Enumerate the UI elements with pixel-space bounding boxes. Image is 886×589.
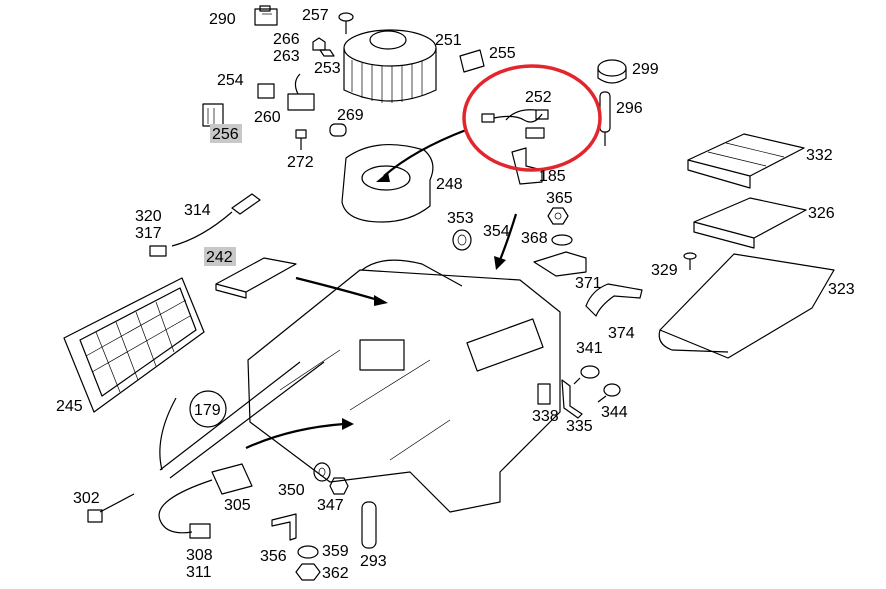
- callout-245[interactable]: 245: [56, 398, 83, 415]
- part-179-rod[interactable]: [159, 361, 325, 479]
- callout-341[interactable]: 341: [576, 340, 603, 357]
- part-329-screw[interactable]: [683, 252, 697, 270]
- callout-311[interactable]: 311: [186, 564, 212, 581]
- selection-ring-252: [462, 64, 602, 172]
- callout-299[interactable]: 299: [632, 61, 659, 78]
- part-356-bracket[interactable]: [271, 513, 297, 541]
- callout-242[interactable]: 242: [206, 249, 233, 266]
- callout-308[interactable]: 308: [186, 547, 213, 564]
- part-350-washer[interactable]: [313, 462, 331, 482]
- main-heater-housing[interactable]: [247, 259, 561, 513]
- part-314-sensor[interactable]: [149, 193, 261, 257]
- callout-254[interactable]: 254: [217, 72, 244, 89]
- callout-368[interactable]: 368: [521, 230, 548, 247]
- part-353-bushing[interactable]: [452, 229, 472, 251]
- callout-374[interactable]: 374: [608, 325, 635, 342]
- highlight-242: [204, 247, 236, 266]
- callout-359[interactable]: 359: [322, 543, 349, 560]
- callout-266[interactable]: 266: [273, 31, 300, 48]
- callout-356[interactable]: 356: [260, 548, 287, 565]
- part-257-screw[interactable]: [338, 12, 354, 34]
- callout-332[interactable]: 332: [806, 147, 833, 164]
- part-251-blower-motor[interactable]: [343, 29, 437, 103]
- part-302-sensor[interactable]: [87, 493, 135, 523]
- part-269-plug[interactable]: [329, 123, 347, 137]
- callout-260[interactable]: 260: [254, 109, 281, 126]
- part-368-washer[interactable]: [551, 234, 573, 246]
- part-344-screw[interactable]: [597, 383, 621, 403]
- callout-371[interactable]: 371: [575, 275, 602, 292]
- highlight-256: [210, 124, 242, 143]
- callout-344[interactable]: 344: [601, 404, 628, 421]
- callout-253[interactable]: 253: [314, 60, 341, 77]
- part-260-resistor[interactable]: [287, 73, 315, 111]
- callout-272[interactable]: 272: [287, 154, 314, 171]
- callout-251[interactable]: 251: [435, 32, 462, 49]
- part-242-filter[interactable]: [215, 257, 297, 299]
- callout-362[interactable]: 362: [322, 565, 349, 582]
- callout-350[interactable]: 350: [278, 482, 305, 499]
- callout-320[interactable]: 320: [135, 208, 162, 225]
- part-299-clamp[interactable]: [597, 59, 627, 84]
- callout-269[interactable]: 269: [337, 107, 364, 124]
- callout-256[interactable]: 256: [212, 126, 239, 143]
- part-323-cover[interactable]: [658, 253, 835, 359]
- part-248-blower-housing[interactable]: [341, 143, 434, 223]
- part-365-nut[interactable]: [547, 207, 569, 225]
- callout-347[interactable]: 347: [317, 497, 344, 514]
- callout-labels: 290 257 266 263 253 251 255 299 254 296 …: [56, 7, 855, 582]
- callout-263[interactable]: 263: [273, 48, 300, 65]
- callout-317[interactable]: 317: [135, 225, 162, 242]
- callout-323[interactable]: 323: [828, 281, 855, 298]
- callout-354[interactable]: 354: [483, 223, 510, 240]
- callout-365[interactable]: 365: [546, 190, 573, 207]
- part-185-bracket[interactable]: [511, 147, 543, 185]
- part-335-bracket[interactable]: [561, 379, 583, 419]
- part-254-clip[interactable]: [257, 83, 275, 99]
- callout-257[interactable]: 257: [302, 7, 329, 24]
- part-305-actuator[interactable]: [158, 463, 253, 539]
- callout-179-circle: [189, 390, 227, 428]
- part-256-switch[interactable]: [202, 103, 224, 127]
- part-359-washer[interactable]: [297, 545, 319, 559]
- callout-305[interactable]: 305: [224, 497, 251, 514]
- part-371-bracket[interactable]: [533, 251, 587, 277]
- callout-353[interactable]: 353: [447, 210, 474, 227]
- part-245-evaporator[interactable]: [63, 277, 205, 413]
- part-272-screw[interactable]: [295, 129, 307, 150]
- callout-293[interactable]: 293: [360, 553, 387, 570]
- part-266-clip[interactable]: [312, 37, 326, 51]
- part-255-clip[interactable]: [459, 49, 485, 73]
- callout-326[interactable]: 326: [808, 205, 835, 222]
- callout-252[interactable]: 252: [525, 89, 552, 106]
- callout-290[interactable]: 290: [209, 11, 236, 28]
- assembly-arrows: [245, 128, 518, 450]
- part-332-filter-frame[interactable]: [687, 133, 805, 189]
- callout-302[interactable]: 302: [73, 490, 100, 507]
- part-293-sleeve[interactable]: [361, 501, 377, 549]
- callout-179[interactable]: 179: [194, 402, 221, 419]
- callout-255[interactable]: 255: [489, 45, 516, 62]
- callout-329[interactable]: 329: [651, 262, 678, 279]
- callout-248[interactable]: 248: [436, 176, 463, 193]
- part-341-screw[interactable]: [573, 365, 600, 385]
- part-338-clip[interactable]: [537, 383, 551, 405]
- callout-296[interactable]: 296: [616, 100, 643, 117]
- part-290-clip[interactable]: [254, 5, 278, 26]
- part-253-clip[interactable]: [319, 49, 335, 57]
- part-326-filter[interactable]: [693, 197, 807, 249]
- callout-335[interactable]: 335: [566, 418, 593, 435]
- part-252-wiring-harness[interactable]: [481, 109, 549, 139]
- callout-185[interactable]: 185: [539, 168, 566, 185]
- part-347-nut[interactable]: [329, 477, 349, 495]
- callout-314[interactable]: 314: [184, 202, 211, 219]
- part-362-nut[interactable]: [295, 563, 321, 581]
- part-374-bracket[interactable]: [585, 283, 643, 317]
- callout-338[interactable]: 338: [532, 408, 559, 425]
